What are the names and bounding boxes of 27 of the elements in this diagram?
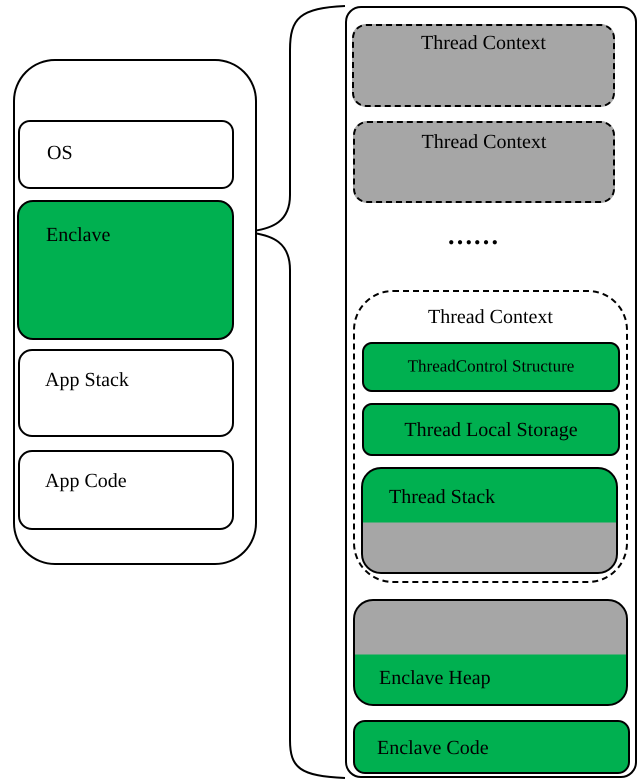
memory-region <box>362 342 620 392</box>
region-label: Enclave <box>46 224 110 246</box>
thread-context-block <box>353 121 615 203</box>
region-label: OS <box>47 142 73 164</box>
thread-context-block <box>353 290 628 583</box>
region-label: Thread Context <box>427 306 554 328</box>
memory-region <box>18 120 234 189</box>
region-label: Enclave Heap <box>379 667 491 689</box>
memory-region <box>18 450 234 530</box>
ellipsis: …… <box>447 222 499 251</box>
memory-region <box>362 403 620 456</box>
memory-region <box>17 200 234 340</box>
thread-context-block <box>352 24 615 107</box>
region-label: App Code <box>45 470 127 492</box>
memory-region <box>18 349 234 437</box>
region-label: Thread Local Storage <box>403 418 579 440</box>
region-label: ThreadControl Structure <box>406 358 576 376</box>
memory-region <box>353 599 628 706</box>
region-label: App Stack <box>45 369 129 391</box>
enclave-layout-panel <box>345 6 637 778</box>
region-label: Thread Stack <box>389 486 496 508</box>
memory-layout-panel <box>13 59 257 565</box>
region-label: Thread Context <box>420 131 548 153</box>
region-label: Thread Context <box>420 32 547 54</box>
region-label: Enclave Code <box>377 737 489 759</box>
memory-region <box>361 467 618 574</box>
memory-region <box>353 720 630 774</box>
